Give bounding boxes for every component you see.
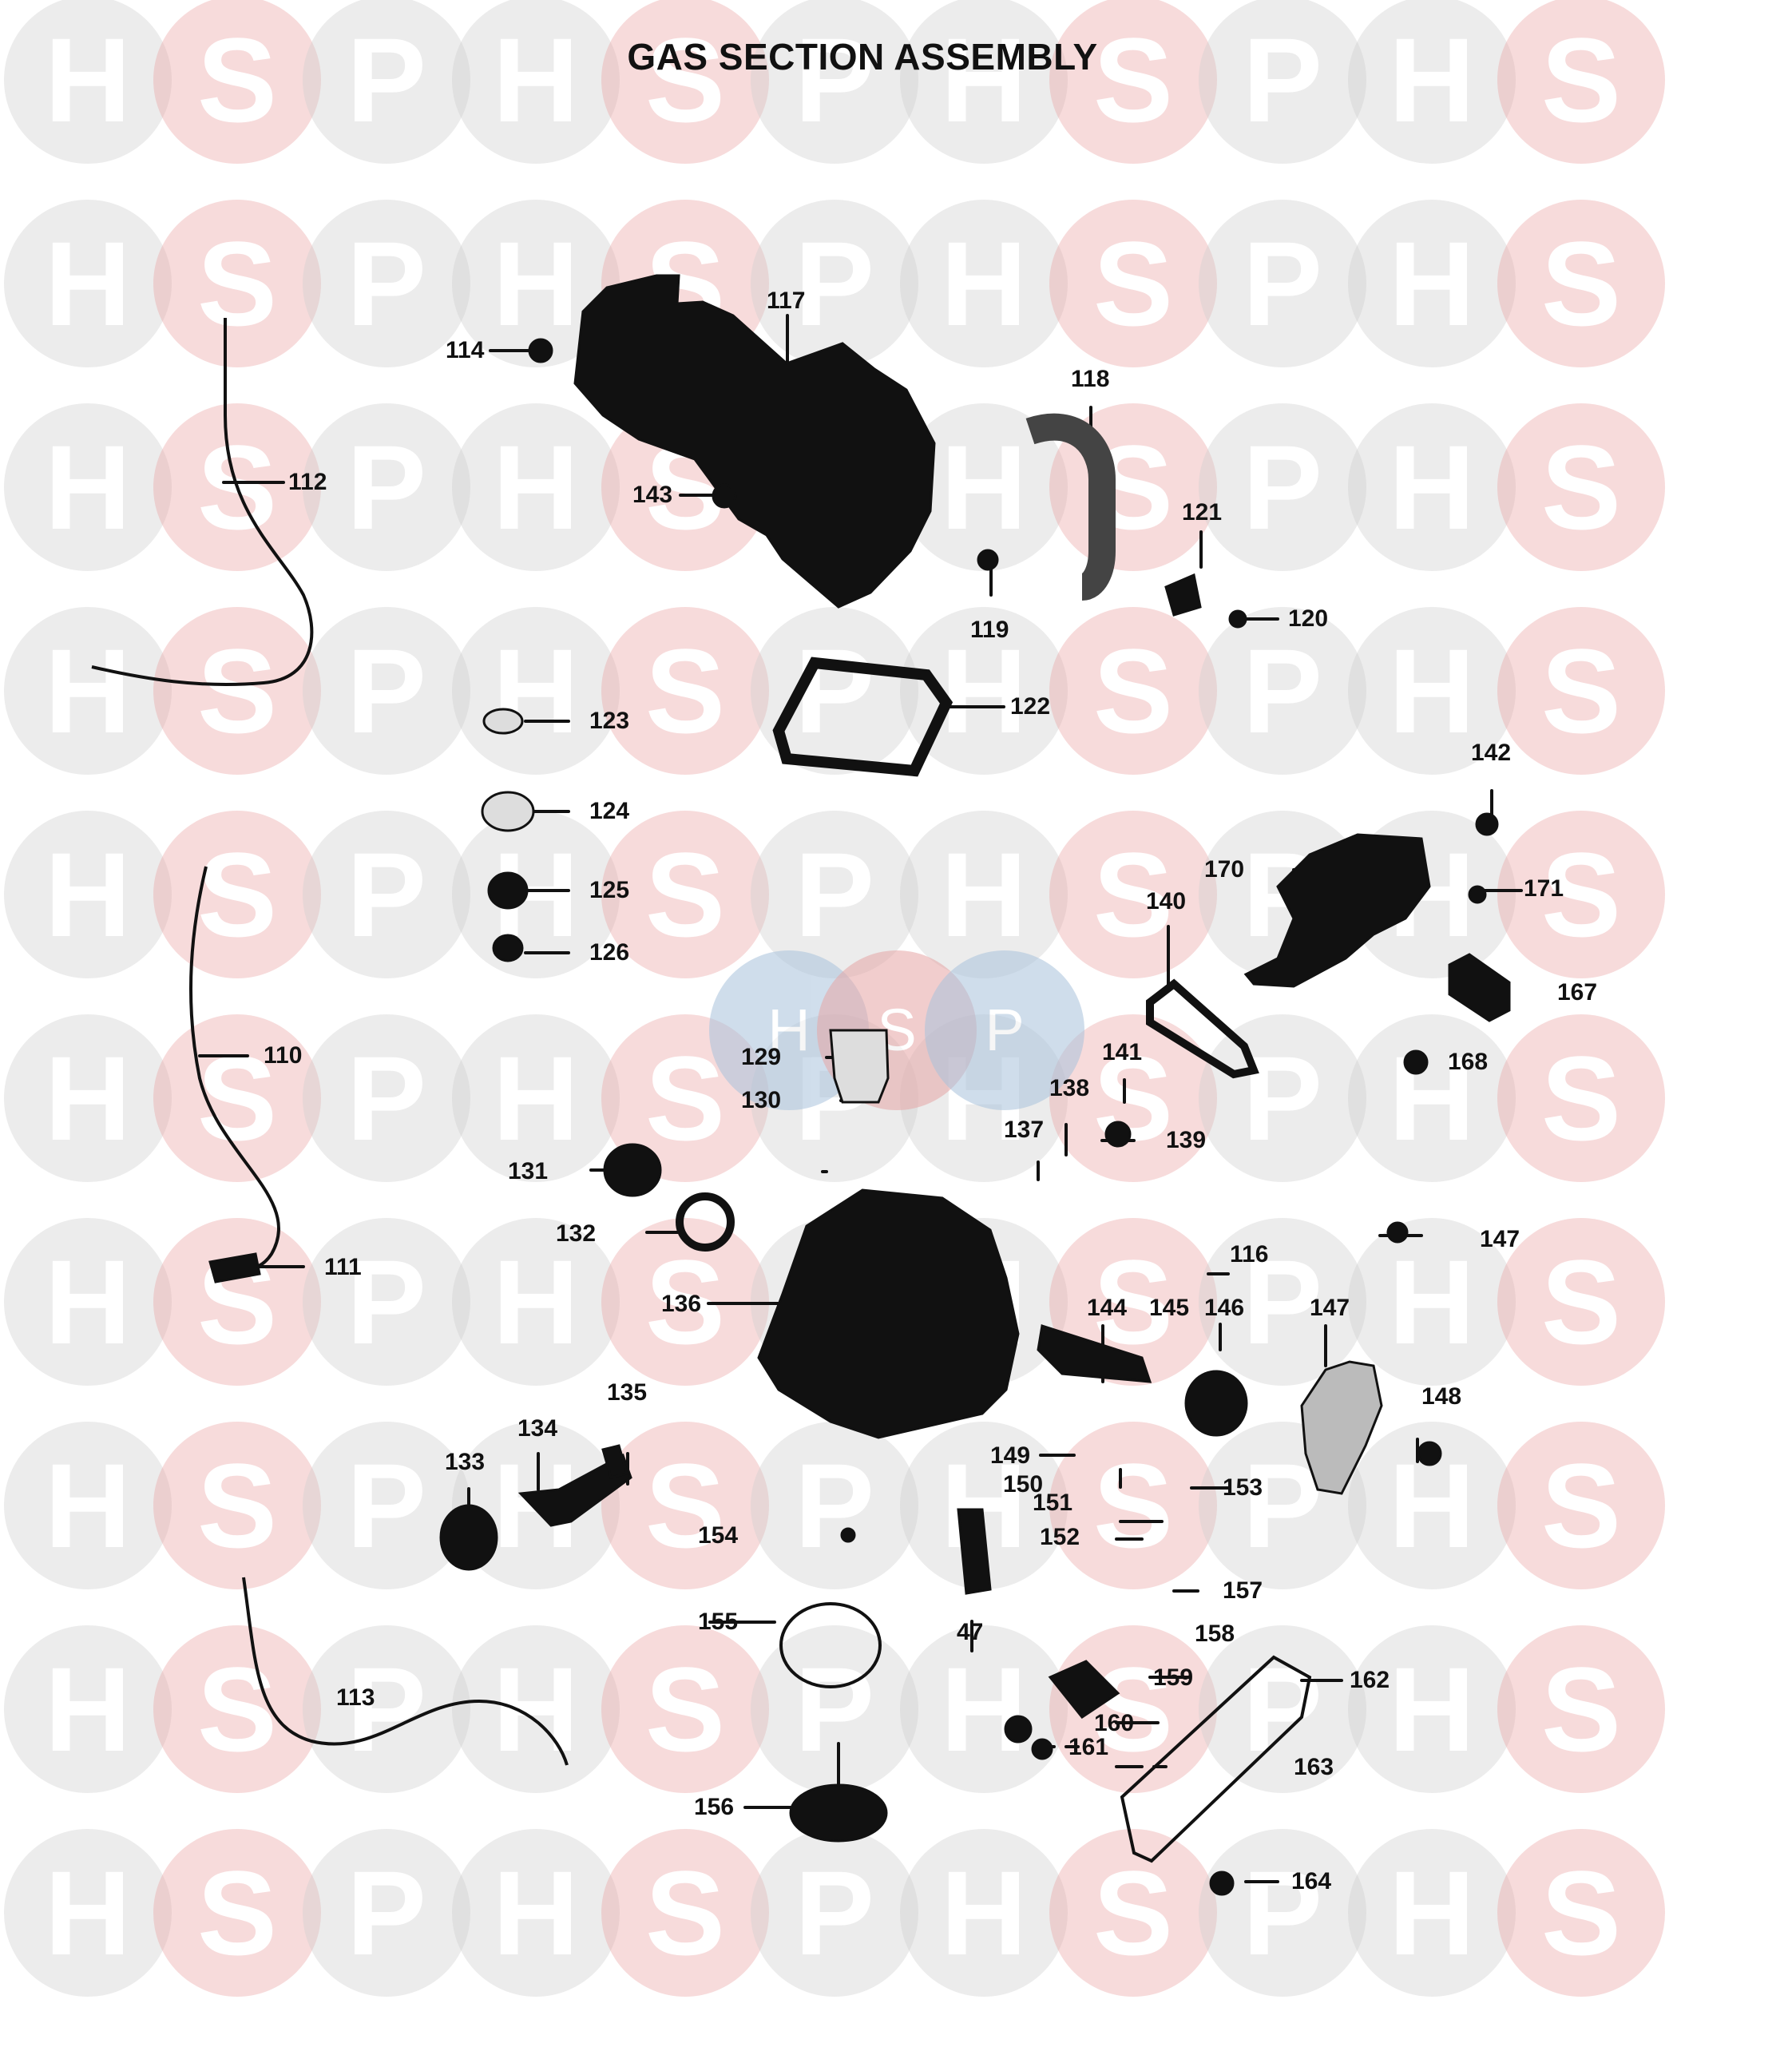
callout-131: 131	[508, 1158, 549, 1184]
callout-159: 159	[1153, 1664, 1194, 1691]
callout-120: 120	[1288, 605, 1329, 632]
callout-132: 132	[556, 1220, 597, 1247]
callout-167: 167	[1557, 979, 1598, 1006]
callout-138: 138	[1049, 1075, 1090, 1101]
callout-152: 152	[1040, 1524, 1080, 1550]
callout-164: 164	[1291, 1868, 1332, 1894]
callout-163: 163	[1294, 1754, 1334, 1780]
callout-142: 142	[1471, 740, 1512, 766]
callout-151: 151	[1033, 1490, 1073, 1516]
callout-145: 145	[1149, 1295, 1190, 1321]
callout-168: 168	[1448, 1049, 1489, 1075]
callout-147-bottom: 147	[1310, 1295, 1350, 1321]
center-logo-p: P	[925, 950, 1084, 1110]
callout-130: 130	[741, 1087, 782, 1113]
callout-111: 111	[324, 1254, 362, 1280]
callout-150: 150	[1003, 1471, 1044, 1498]
callout-122: 122	[1010, 693, 1051, 720]
callout-123: 123	[589, 708, 630, 734]
callout-119: 119	[970, 617, 1009, 643]
callout-110: 110	[264, 1042, 303, 1069]
callout-139: 139	[1166, 1127, 1207, 1153]
callout-144: 144	[1087, 1295, 1128, 1321]
callout-112: 112	[288, 469, 327, 495]
callout-149: 149	[990, 1442, 1031, 1469]
callout-47: 47	[957, 1619, 984, 1645]
diagram-title: GAS SECTION ASSEMBLY	[627, 36, 1098, 77]
callout-125: 125	[589, 877, 630, 903]
callout-146: 146	[1204, 1295, 1245, 1321]
callout-157: 157	[1223, 1577, 1263, 1604]
callout-141: 141	[1102, 1039, 1143, 1065]
callout-137: 137	[1004, 1117, 1045, 1143]
callout-155: 155	[698, 1609, 739, 1635]
callout-121: 121	[1182, 499, 1223, 526]
callout-133: 133	[445, 1449, 486, 1475]
callout-154: 154	[698, 1522, 739, 1549]
callout-113: 113	[336, 1684, 375, 1711]
callout-136: 136	[661, 1291, 702, 1317]
callout-126: 126	[589, 939, 630, 966]
callout-129: 129	[741, 1044, 782, 1070]
callout-161: 161	[1068, 1734, 1109, 1760]
callout-135: 135	[607, 1379, 648, 1406]
callout-140: 140	[1146, 888, 1187, 914]
callout-170: 170	[1204, 856, 1245, 883]
callout-117: 117	[767, 288, 806, 314]
callout-143: 143	[632, 482, 673, 508]
callout-158: 158	[1195, 1621, 1235, 1647]
callout-160: 160	[1094, 1710, 1135, 1736]
callout-118: 118	[1071, 366, 1110, 392]
callout-156: 156	[694, 1794, 735, 1820]
callout-114: 114	[446, 337, 485, 363]
callout-153: 153	[1223, 1474, 1263, 1501]
callout-148: 148	[1421, 1383, 1462, 1410]
callout-147-top: 147	[1480, 1226, 1520, 1252]
callout-171: 171	[1524, 875, 1564, 902]
callout-116: 116	[1230, 1241, 1269, 1268]
callout-134: 134	[517, 1415, 558, 1442]
callout-162: 162	[1350, 1667, 1390, 1693]
callout-124: 124	[589, 798, 630, 824]
